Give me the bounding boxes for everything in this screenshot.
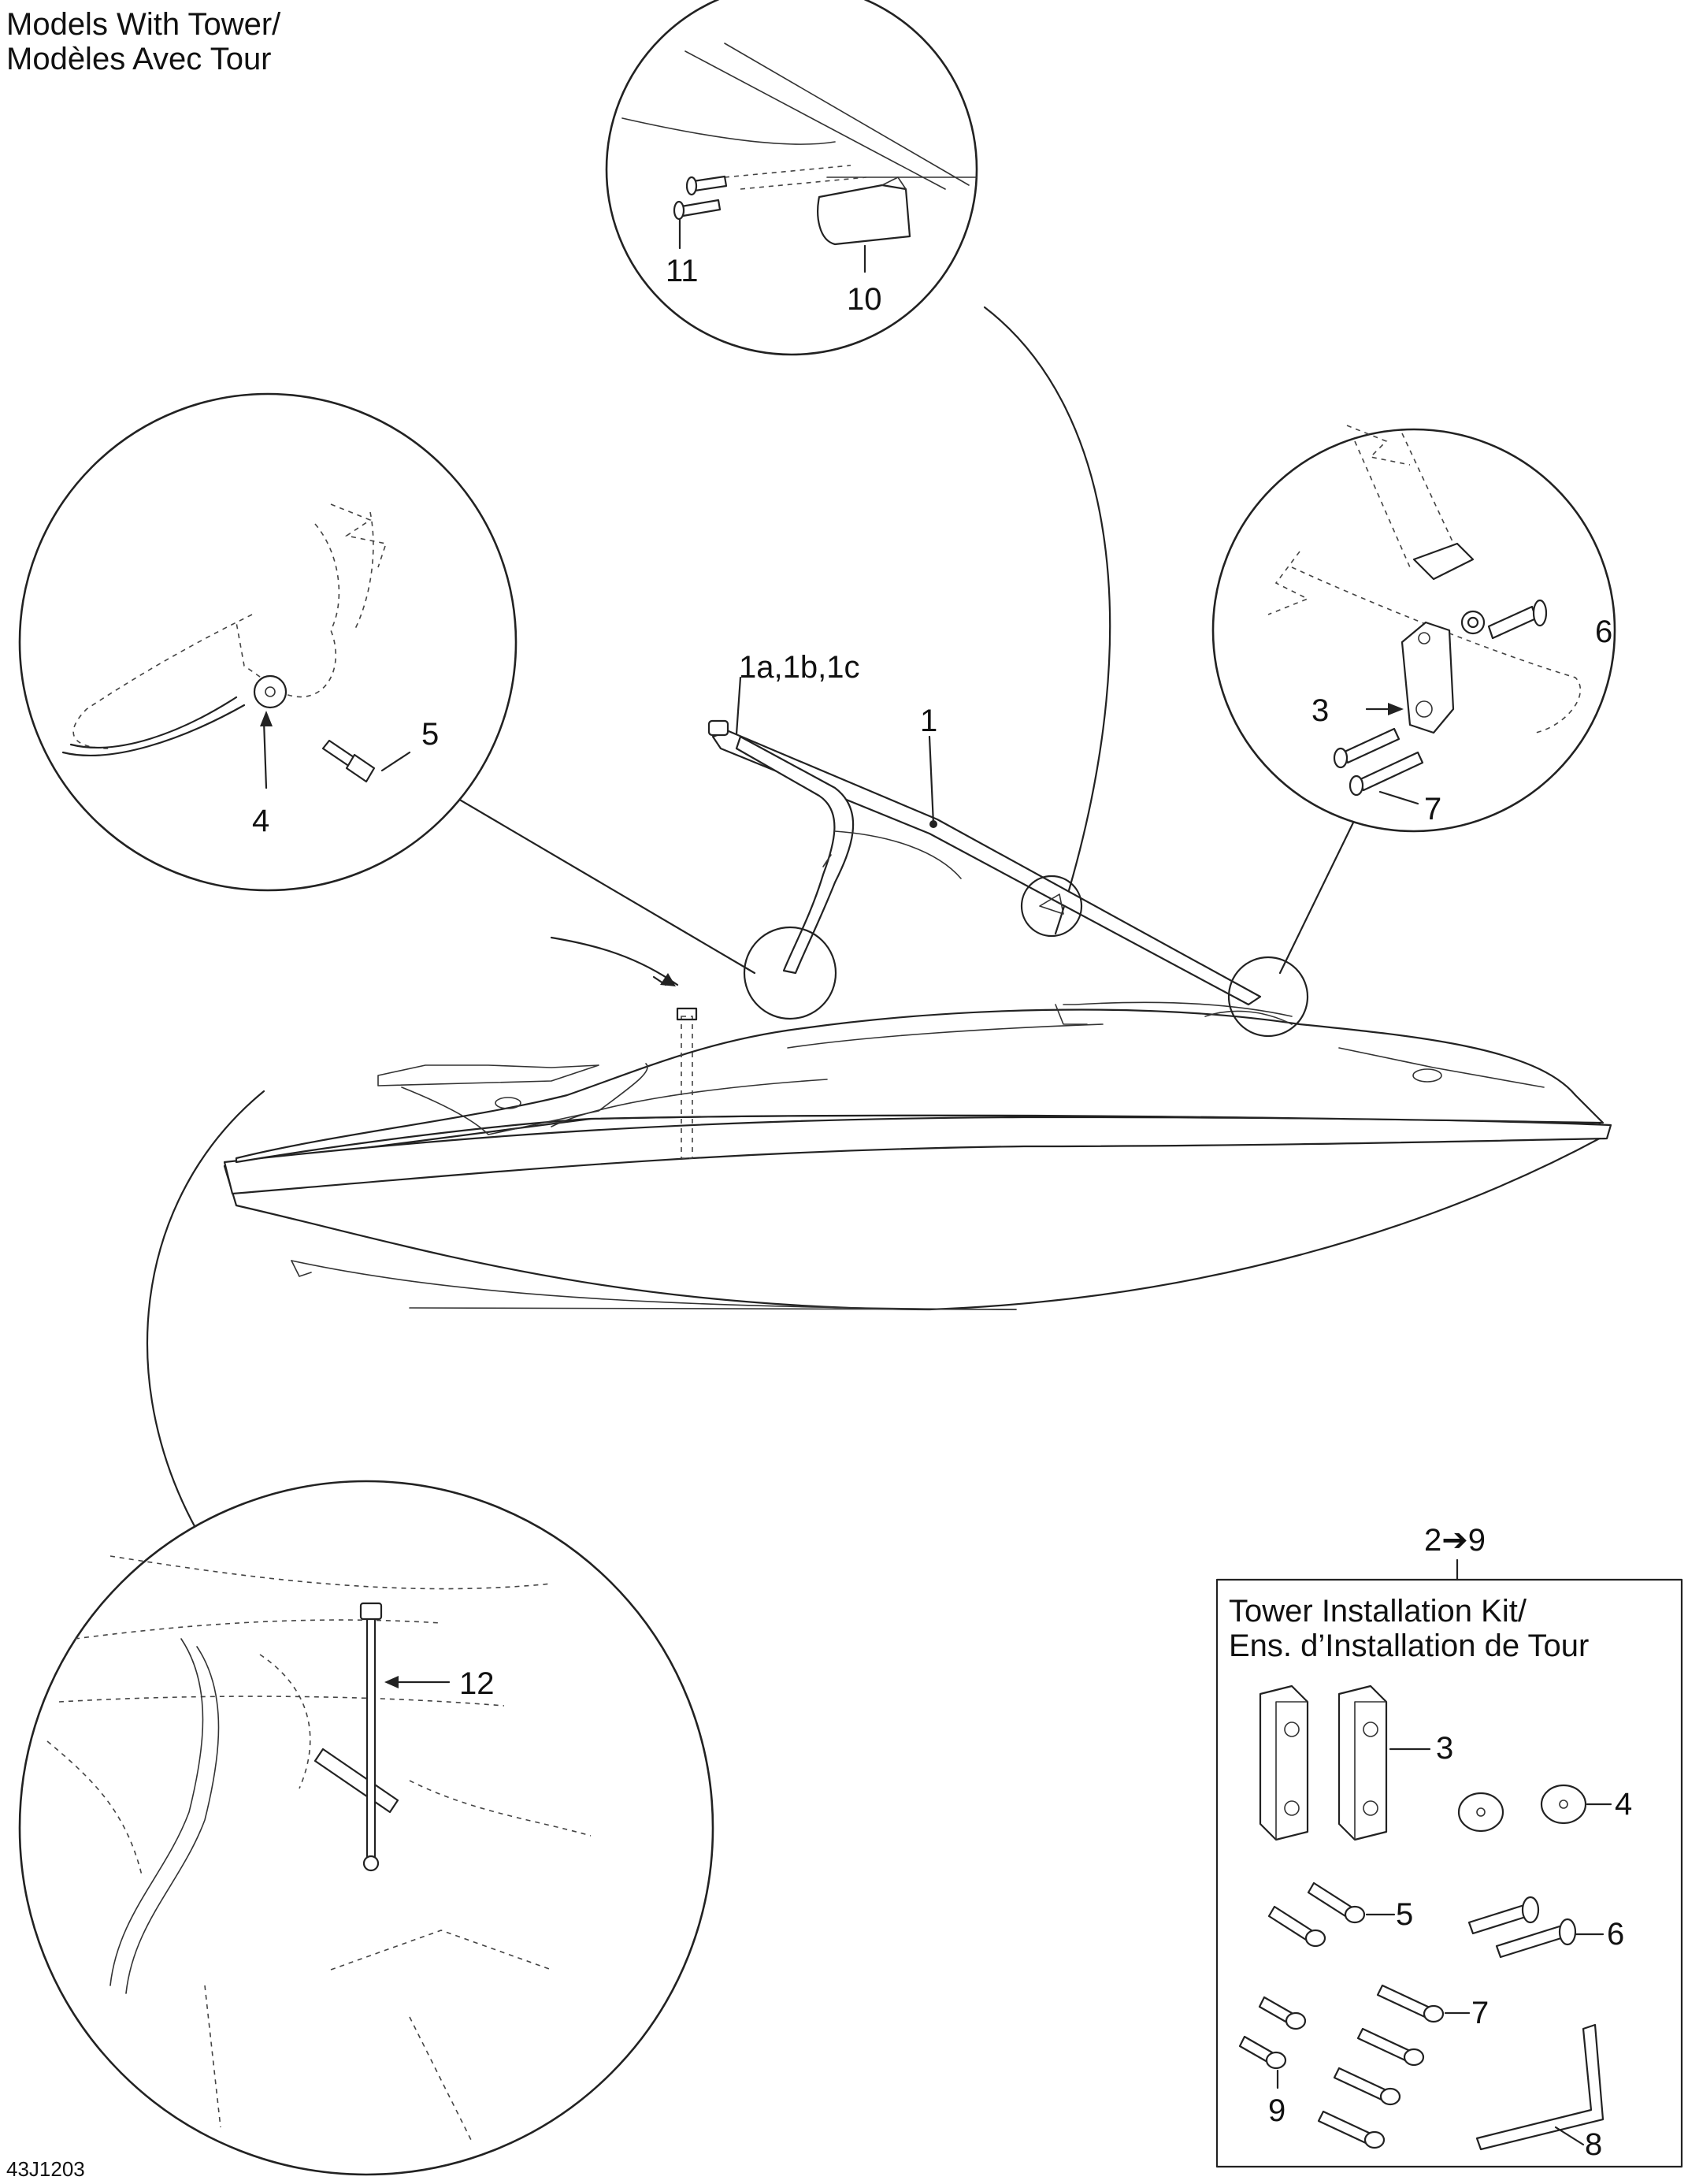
kit-part-5-screws [1267,1881,1396,1948]
detail-circle-pole: 12 [18,1480,714,2176]
callout-6: 6 [1595,615,1612,649]
callout-1: 1 [920,704,937,738]
callout-11: 11 [666,254,699,288]
kit-part-7-screws [1317,1984,1471,2149]
kit-part-6-screws [1467,1896,1605,1959]
title-line-1: Models With Tower/ [6,7,281,42]
kit-callout-6: 6 [1607,1917,1624,1952]
callout-12: 12 [459,1666,495,1701]
callout-1abc: 1a,1b,1c [739,650,859,685]
detail-marker-rear-mount [1227,956,1309,1038]
title-line-2: Modèles Avec Tour [6,42,272,76]
kit-part-3-blocks [1259,1684,1431,1841]
kit-callout-8: 8 [1585,2127,1602,2162]
kit-callout-3: 3 [1436,1731,1453,1766]
kit-range-label: 2➔9 [1424,1523,1486,1558]
detail-marker-mirror [1020,875,1083,938]
kit-box [1215,1578,1683,2168]
leader-lines [146,306,1356,1546]
kit-title-line-2: Ens. d’Installation de Tour [1229,1629,1589,1663]
kit-part-8-hex-key [1475,2023,1605,2151]
kit-callout-4: 4 [1615,1787,1632,1822]
figure-code: 43J1203 [6,2157,85,2181]
kit-callout-5: 5 [1396,1897,1413,1932]
callout-5: 5 [421,717,439,752]
callout-7: 7 [1424,792,1441,826]
kit-part-4-washers [1457,1784,1612,1833]
boat-illustration [223,936,1612,1311]
tower-installation-kit: 2➔9 Tower Installation Kit/ Ens. d’Insta… [1215,1523,1683,2168]
kit-callout-9: 9 [1268,2093,1285,2128]
tower-illustration [707,676,1262,1006]
callout-10: 10 [847,282,882,317]
detail-circle-rear-mount: 3 6 7 [1211,425,1616,833]
kit-part-9-screws [1238,1996,1307,2089]
callout-3: 3 [1311,693,1329,728]
kit-title-line-1: Tower Installation Kit/ [1229,1594,1527,1629]
detail-circle-mirror: 11 10 [605,0,978,356]
callout-4: 4 [252,804,269,838]
detail-circle-front-mount: 4 5 [18,392,518,892]
detail-marker-front-mount [743,926,837,1020]
kit-callout-7: 7 [1471,1996,1489,2030]
